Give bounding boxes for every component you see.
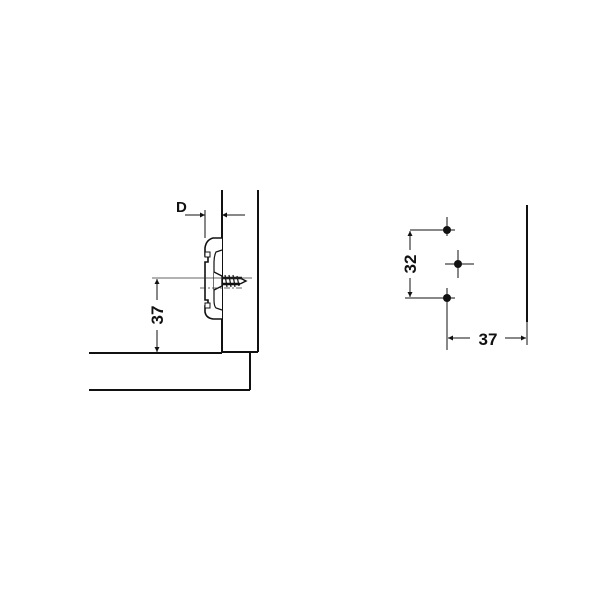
hole-bottom — [405, 288, 455, 350]
dimension-offset — [448, 322, 528, 345]
centerlines — [152, 277, 252, 289]
dimension-height-label: 37 — [148, 306, 167, 325]
cabinet-side-panel — [221, 190, 259, 353]
dimension-depth — [185, 210, 245, 238]
screw — [213, 271, 248, 291]
cabinet-bottom-board — [89, 352, 251, 391]
right-view-hole-pattern: 32 37 — [401, 205, 528, 350]
left-view-side-section: D 37 — [89, 190, 259, 391]
dimension-offset-label: 37 — [479, 330, 498, 349]
hole-center — [445, 250, 474, 278]
hole-top — [410, 217, 455, 236]
dimension-hole-spacing-label: 32 — [401, 255, 420, 274]
dimension-depth-label: D — [176, 199, 187, 216]
